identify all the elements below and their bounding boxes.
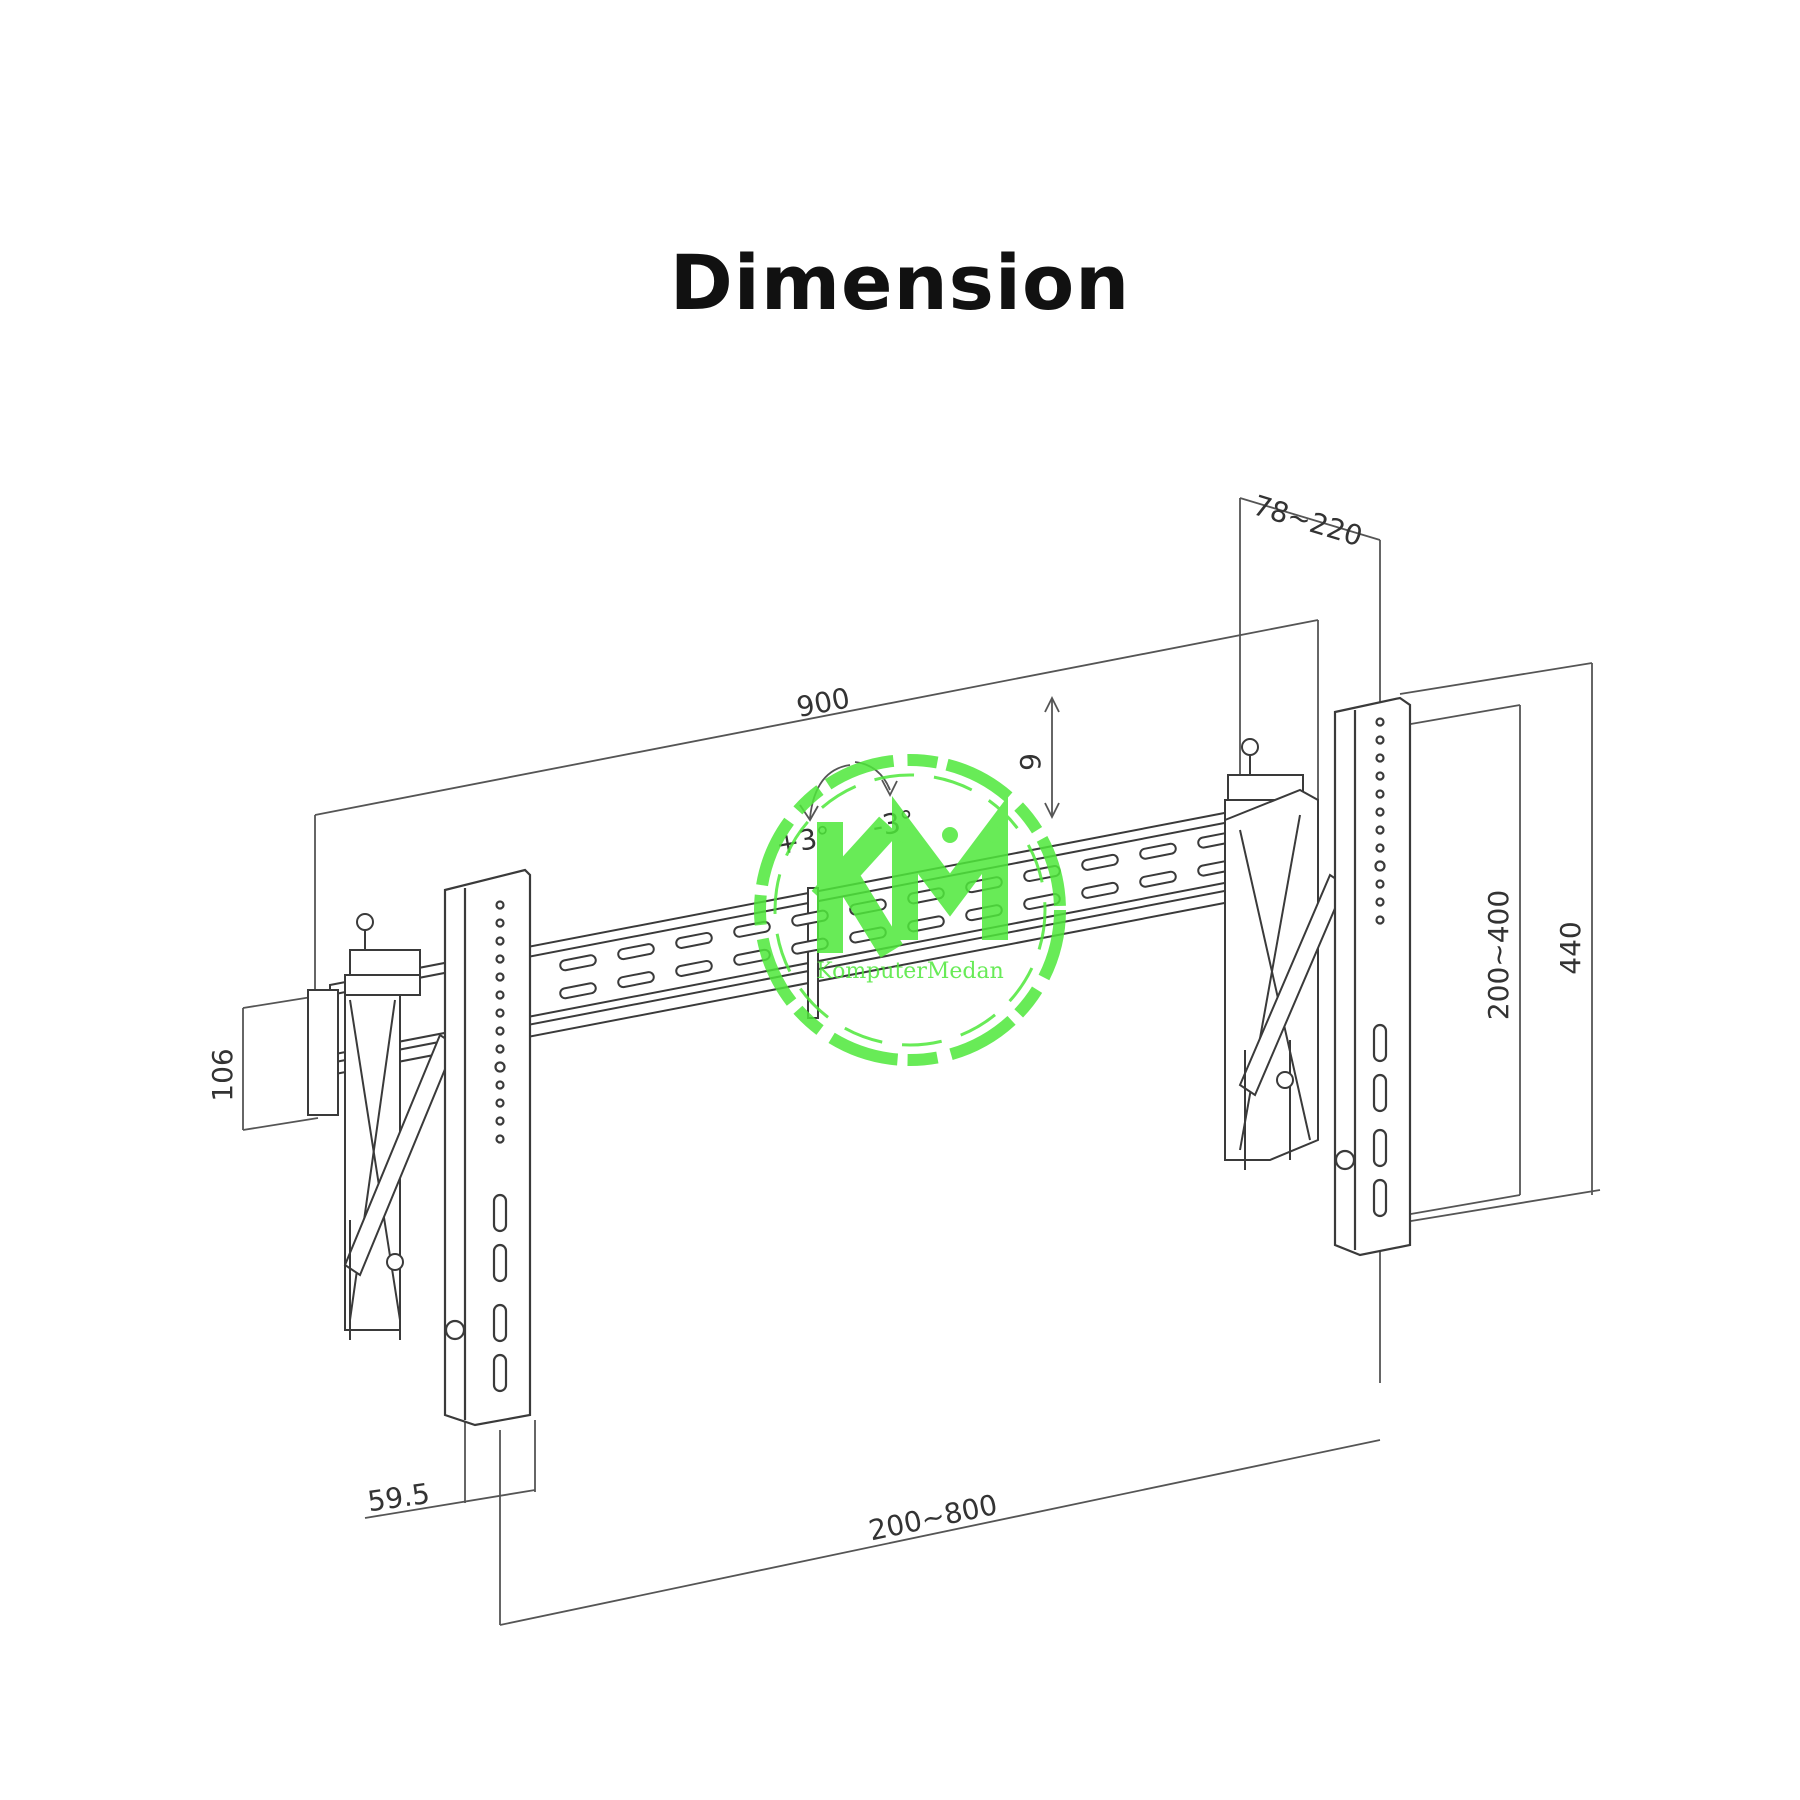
arm-hole <box>495 1134 505 1144</box>
arm-hole <box>495 1116 505 1126</box>
arm-hole <box>1375 789 1385 799</box>
rail-slot <box>675 959 713 977</box>
arm-hole <box>1375 771 1385 781</box>
rail-slot <box>1139 842 1177 860</box>
arm-hole <box>495 1026 505 1036</box>
depth-label: 78~220 <box>1249 489 1366 553</box>
arm-hole <box>495 990 505 1000</box>
arm-hole <box>495 936 505 946</box>
right-pop-out-mechanism <box>1224 738 1347 1170</box>
arm-hole <box>1375 753 1385 763</box>
arm-hole <box>1375 843 1385 853</box>
arm-slot <box>1372 1128 1388 1168</box>
arm-hole <box>1375 825 1385 835</box>
arm-spacing-label: 200~400 <box>1482 890 1515 1020</box>
arm-hole <box>495 972 505 982</box>
arm-width-label: 59.5 <box>366 1477 432 1518</box>
arm-slot <box>492 1193 508 1233</box>
vertical-adjust-label: 9 <box>1014 753 1047 771</box>
arm-hole <box>495 954 505 964</box>
arm-slot <box>492 1353 508 1393</box>
arm-slot <box>1372 1073 1388 1113</box>
arm-hole <box>495 1044 505 1054</box>
dimension-lines <box>242 497 1601 1626</box>
arm-slot <box>492 1303 508 1343</box>
rail-slot <box>733 920 771 938</box>
rail-height-label: 106 <box>206 1048 239 1101</box>
rail-slot <box>617 971 655 989</box>
page-title: Dimension <box>669 238 1131 327</box>
arm-hole <box>495 900 505 910</box>
right-vertical-arm <box>1333 696 1412 1257</box>
overall-width-label: 900 <box>794 681 853 724</box>
rail-slot <box>1081 853 1119 871</box>
watermark-label: KomputerMedan <box>816 959 1004 984</box>
arm-hole <box>1375 735 1385 745</box>
left-vertical-arm <box>443 868 532 1427</box>
horizontal-spacing-label: 200~800 <box>866 1488 1000 1547</box>
km-watermark-logo: KomputerMedan <box>754 754 1066 1066</box>
arm-hole <box>495 918 505 928</box>
arm-slot <box>1372 1178 1388 1218</box>
rail-slot <box>1081 881 1119 899</box>
left-pop-out-mechanism <box>307 913 461 1340</box>
arm-hole <box>1375 807 1385 817</box>
arm-height-label: 440 <box>1554 921 1587 974</box>
arm-hole <box>495 1098 505 1108</box>
arm-hole <box>1375 717 1385 727</box>
arm-hole <box>1375 915 1385 925</box>
left-arm-holes <box>492 900 508 1393</box>
arm-hole <box>1375 879 1385 889</box>
rail-slot <box>675 931 713 949</box>
arm-slot <box>492 1243 508 1283</box>
rail-slot <box>1139 870 1177 888</box>
arm-hole <box>1375 897 1385 907</box>
rail-slot <box>617 943 655 961</box>
arm-hole <box>494 1061 506 1073</box>
arm-hole <box>495 1080 505 1090</box>
arm-slot <box>1372 1023 1388 1063</box>
rail-slot <box>559 982 597 1000</box>
rail-slot <box>559 954 597 972</box>
right-arm-holes <box>1372 717 1388 1218</box>
arm-hole <box>1374 860 1386 872</box>
arm-hole <box>495 1008 505 1018</box>
